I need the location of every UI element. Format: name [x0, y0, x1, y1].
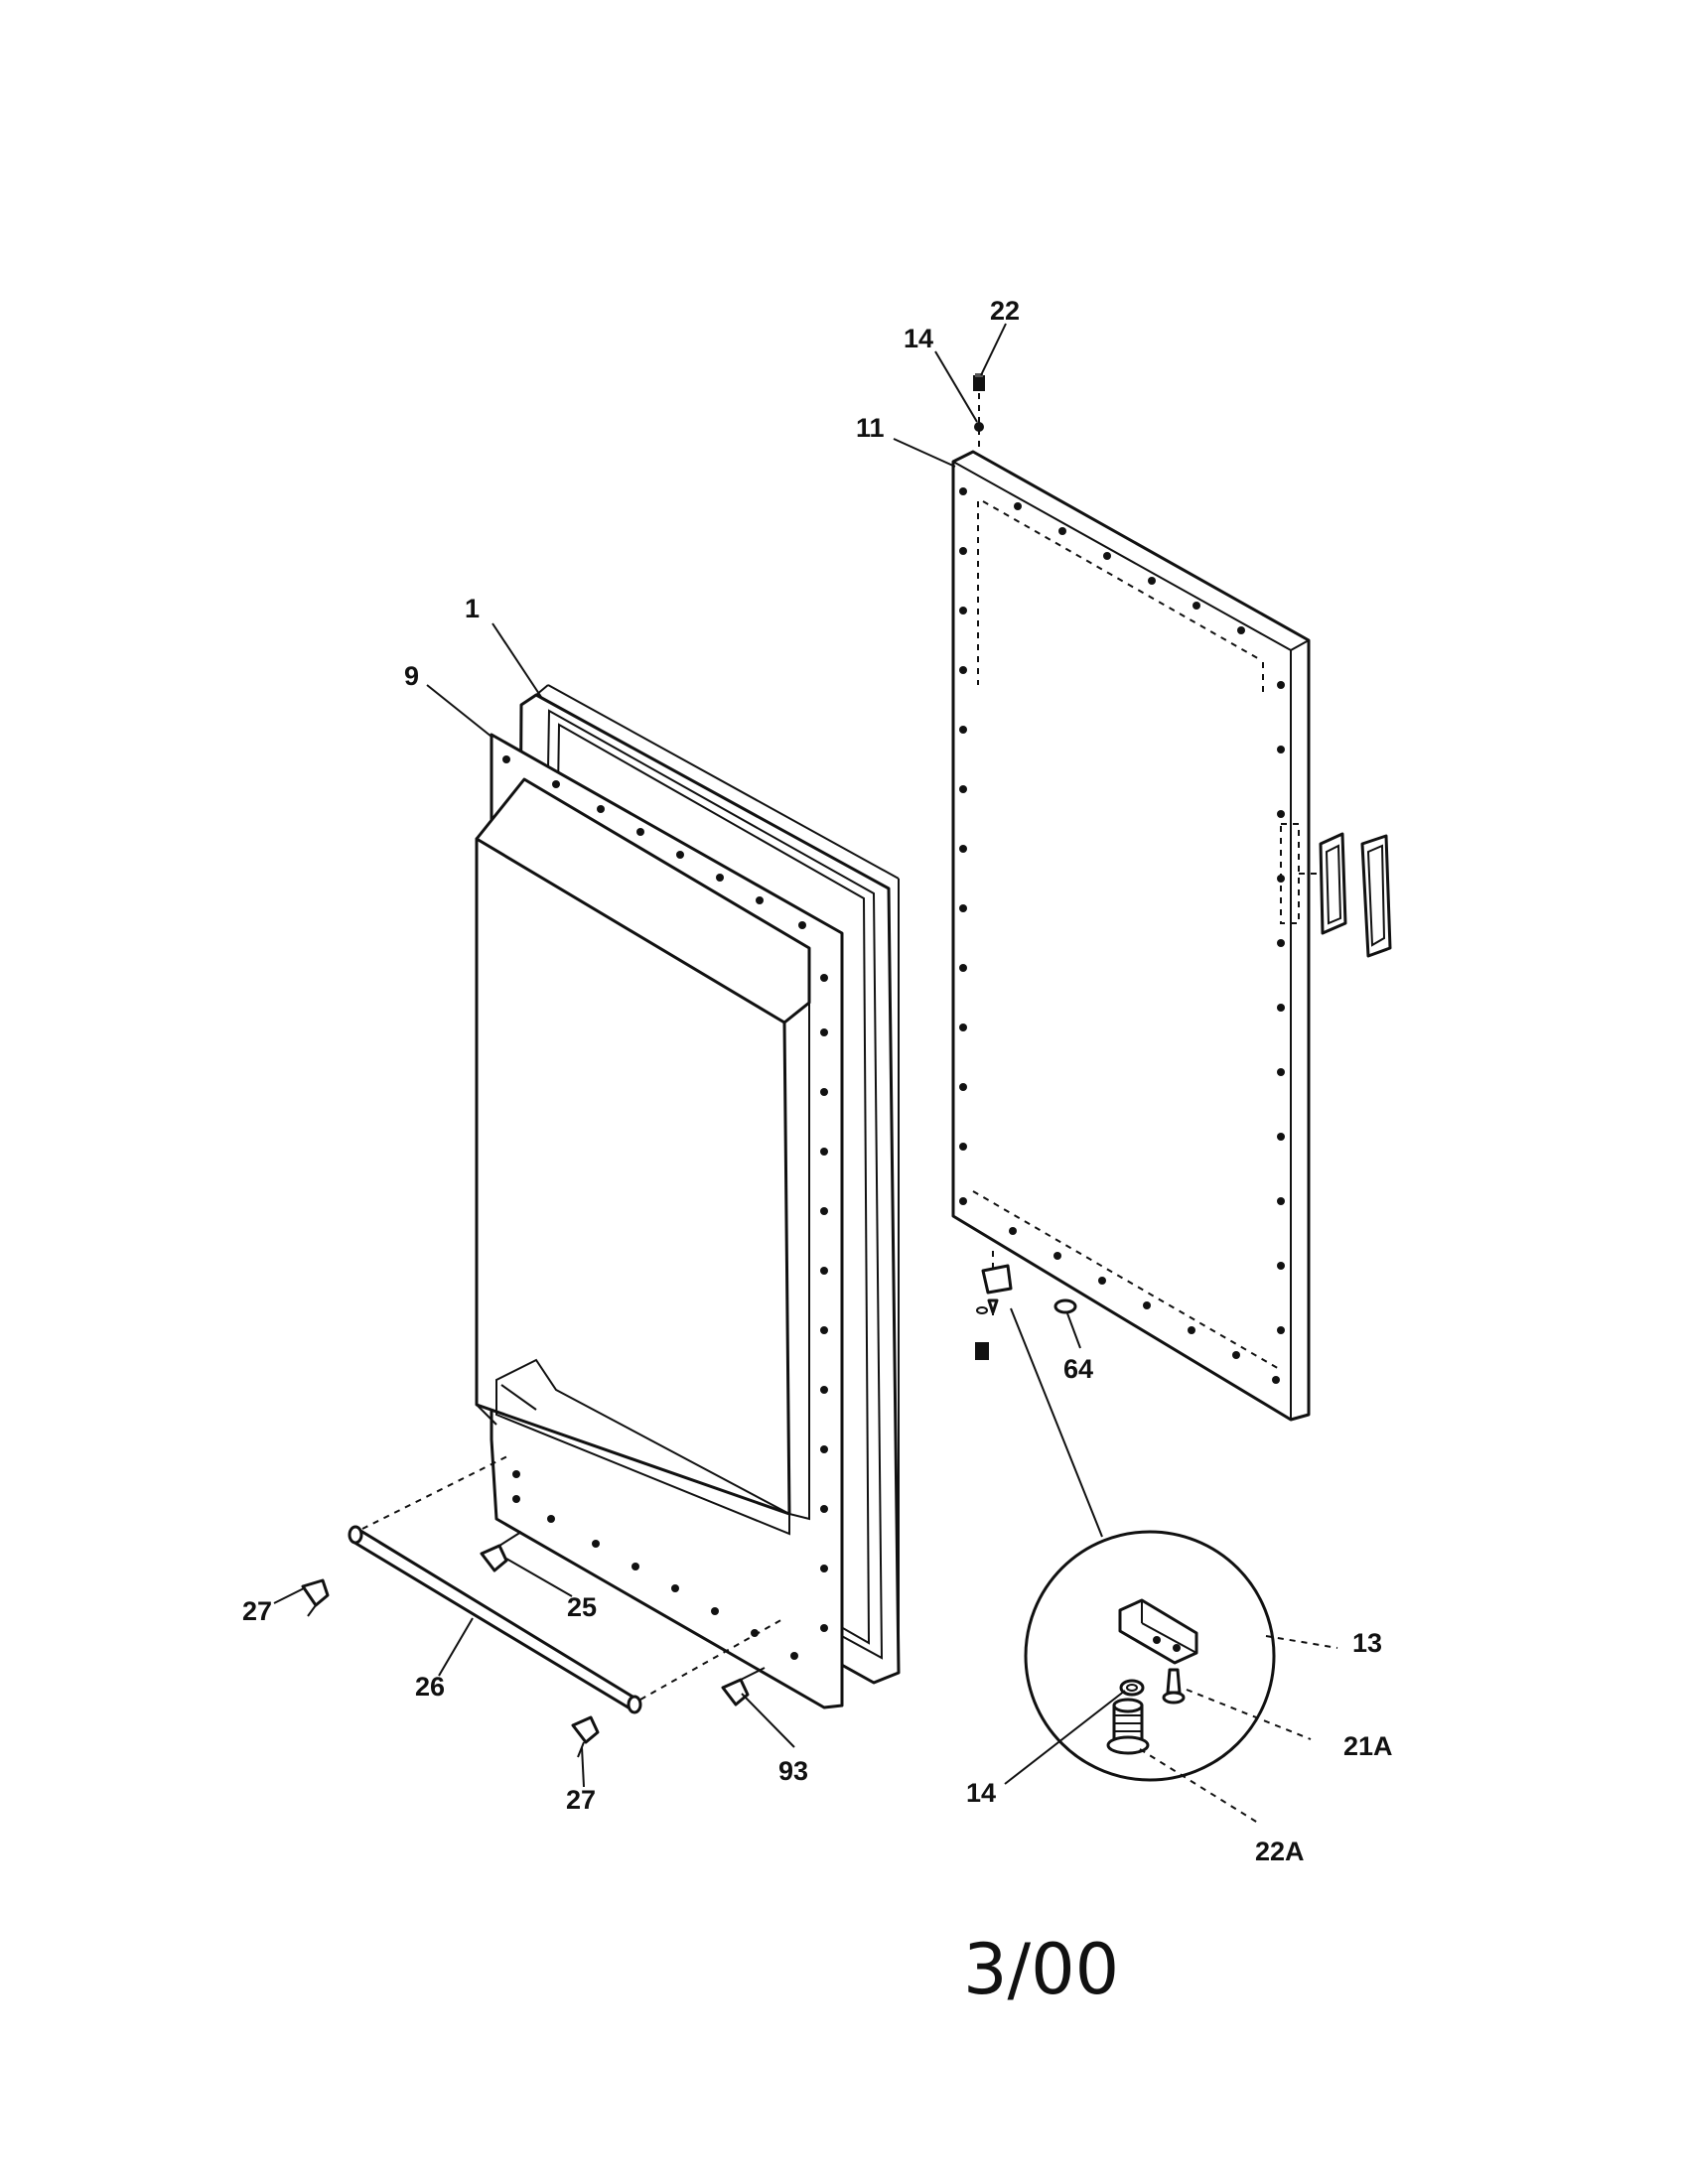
- callout-26: 26: [415, 1672, 445, 1702]
- screw-27-left-part: [301, 1578, 330, 1617]
- callout-11: 11: [856, 413, 885, 443]
- revision-date-code: 3/00: [963, 1929, 1119, 2010]
- detail-connector-line: [1010, 1307, 1103, 1538]
- screw-25-part: [480, 1531, 522, 1572]
- top-hinge-hardware-part: [973, 373, 985, 452]
- callout-27-left: 27: [242, 1596, 272, 1626]
- callout-27-bottom: 27: [566, 1785, 596, 1815]
- screw-27-bottom-part: [571, 1715, 600, 1758]
- bottom-hinge-hardware-part: [975, 1251, 1077, 1360]
- callout-21A: 21A: [1343, 1731, 1393, 1761]
- callout-1: 1: [465, 594, 480, 623]
- screw-93-part: [721, 1667, 766, 1706]
- callout-22: 22: [990, 296, 1020, 326]
- callout-25: 25: [567, 1592, 597, 1622]
- callout-14-top: 14: [904, 324, 933, 353]
- door-handle-bar-part: [348, 1453, 785, 1714]
- callout-64: 64: [1063, 1354, 1093, 1384]
- hinge-detail-magnifier: [1024, 1530, 1276, 1782]
- callout-13: 13: [1352, 1628, 1382, 1658]
- callout-93: 93: [778, 1756, 808, 1786]
- callout-9: 9: [404, 661, 419, 691]
- callout-22A: 22A: [1255, 1837, 1305, 1866]
- leader-lines: [273, 323, 1338, 1826]
- outer-door-panel-part: [951, 450, 1392, 1422]
- door-liner-panel-part: [475, 733, 844, 1709]
- callout-14-detail: 14: [966, 1778, 996, 1808]
